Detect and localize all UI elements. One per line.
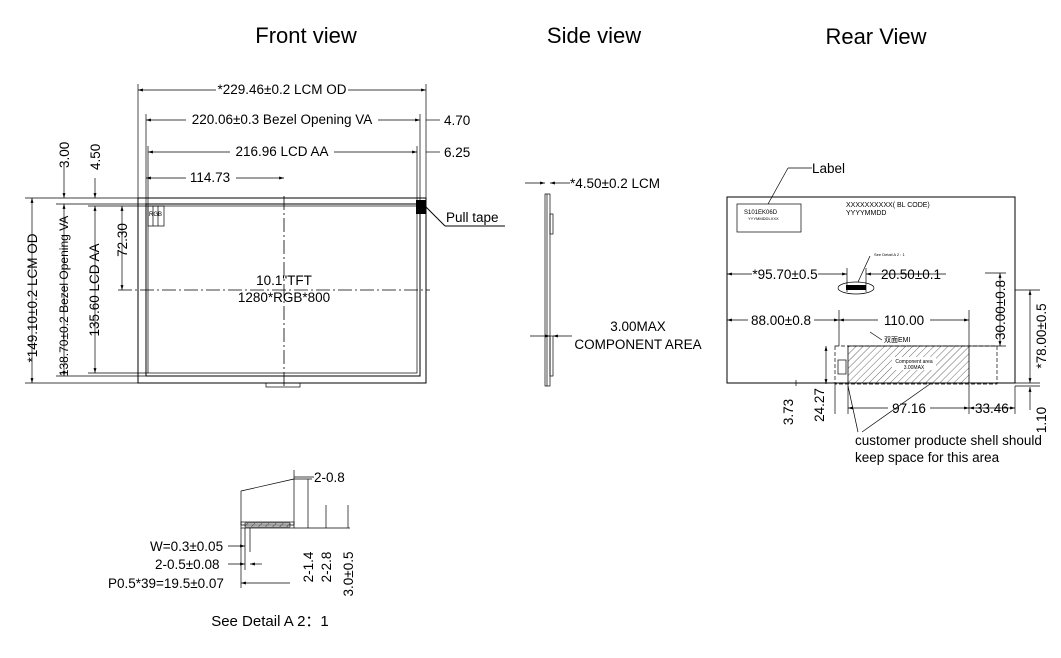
side-thickness-dim: *4.50±0.2 LCM <box>570 176 660 191</box>
lcd-active-area <box>147 205 418 374</box>
detail-pitch-dim: P0.5*39=19.5±0.07 <box>108 576 224 591</box>
rgb-marker <box>147 205 165 227</box>
front-view: RGB Pull tape 10.1"TFT 1280*RGB*800 *229… <box>25 82 505 388</box>
detail-214-dim: 2-1.4 <box>301 551 316 582</box>
pull-tape-block <box>416 200 426 214</box>
lcm-od-width-dim: *229.46±0.2 LCM OD <box>218 82 347 97</box>
rgb-label: RGB <box>149 212 162 218</box>
detail-228-dim: 2-2.8 <box>319 552 334 583</box>
component-area-text-2: 3.00MAX <box>904 365 925 371</box>
offset-470-dim: 4.70 <box>444 113 470 128</box>
label-callout: Label <box>812 161 845 176</box>
lcd-aa-height-dim: 135.60 LCD AA <box>87 243 102 336</box>
side-profile <box>544 193 551 387</box>
front-view-title: Front view <box>255 23 357 48</box>
detail-205-dim: 2-0.5±0.08 <box>155 557 219 572</box>
bezel-va-width-dim: 220.06±0.3 Bezel Opening VA <box>192 112 373 127</box>
rear-3000-dim: 30.00±0.8 <box>993 280 1008 340</box>
rear-7800-dim: *78.00±0.5 <box>1034 303 1049 368</box>
detail-a-ellipse <box>837 281 875 295</box>
component-area-text-1: Component area <box>895 359 932 365</box>
center-y-dim: 72.30 <box>115 223 130 257</box>
fpc-outline <box>240 478 295 526</box>
side-view: *4.50±0.2 LCM 3.00MAX COMPONENT AREA <box>525 176 702 387</box>
lcm-od-height-dim: *149.10±0.2 LCM OD <box>25 233 40 362</box>
see-detail-callout: See Detail A 2 : 1 <box>874 252 905 257</box>
lcd-aa-width-dim: 216.96 LCD AA <box>235 144 328 159</box>
rear-9716-dim: 97.16 <box>892 401 926 416</box>
panel-size-label: 10.1"TFT <box>256 273 312 288</box>
emi-label: 双面EMI <box>884 336 910 344</box>
rear-9570-dim: *95.70±0.5 <box>752 267 817 282</box>
component-area-label: COMPONENT AREA <box>574 337 701 352</box>
rear-8800-dim: 88.00±0.8 <box>751 313 811 328</box>
rear-11000-dim: 110.00 <box>884 313 924 328</box>
top-450-dim: 4.50 <box>88 144 103 170</box>
center-x-dim: 114.73 <box>190 170 230 185</box>
fpc-tab <box>265 382 301 388</box>
label-sticker <box>736 203 802 233</box>
detail-caption: See Detail A 2：1 <box>211 613 329 630</box>
keep-space-note-1: customer producte shell should <box>855 433 1042 448</box>
panel-resolution-label: 1280*RGB*800 <box>238 290 330 305</box>
detail-208-dim: 2-0.8 <box>314 470 345 485</box>
rear-373-dim: 3.73 <box>781 399 796 425</box>
top-300-dim: 3.00 <box>57 142 72 168</box>
label-code-2: YYYMMDDLXXX <box>748 216 779 221</box>
bl-code-2: YYYYMMDD <box>846 210 886 217</box>
offset-625-dim: 6.25 <box>444 145 470 160</box>
rear-110-dim: 1.10 <box>1034 407 1049 433</box>
rear-3346-dim: 33.46 <box>975 401 1009 416</box>
fpc-pins <box>244 522 291 528</box>
rear-2050-dim: 20.50±0.1 <box>881 267 941 282</box>
rear-view: S101EK06D YYYMMDDLXXX Label XXXXXXXXXX( … <box>726 161 1049 465</box>
rear-view-title: Rear View <box>825 24 926 49</box>
bl-code-1: XXXXXXXXXX( BL CODE) <box>846 202 930 209</box>
keep-space-note-2: keep space for this area <box>855 450 1000 465</box>
pull-tape-label: Pull tape <box>446 210 499 225</box>
label-code-1: S101EK06D <box>744 210 778 216</box>
bezel-va-height-dim: 138.70±0.2 Bezel Opening VA <box>57 216 71 376</box>
side-view-title: Side view <box>547 23 641 48</box>
component-area-max: 3.00MAX <box>610 319 666 334</box>
keep-out-area <box>834 345 998 385</box>
rear-2427-dim: 24.27 <box>812 388 827 422</box>
detail-305-dim: 3.0±0.5 <box>341 552 356 597</box>
detail-w-dim: W=0.3±0.05 <box>150 539 223 554</box>
detail-a: 2-0.8 W=0.3±0.05 2-0.5±0.08 P0.5*39=19.5… <box>108 470 356 630</box>
